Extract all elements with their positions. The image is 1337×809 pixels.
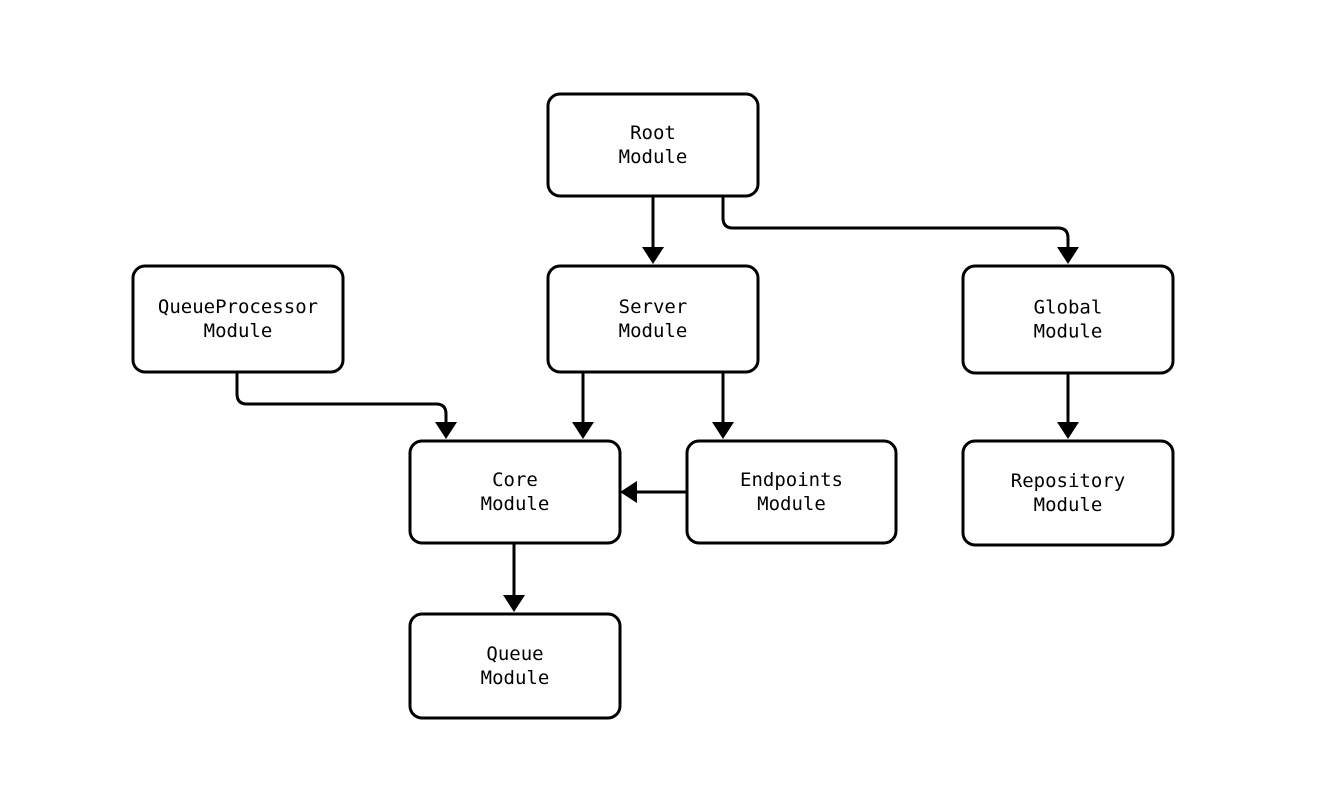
node-label-line2: Module	[204, 319, 273, 341]
node-label-line2: Module	[619, 145, 688, 167]
edge-line	[235, 372, 448, 424]
node-box[interactable]	[546, 92, 760, 198]
edge-line	[721, 196, 1070, 249]
node-label-line2: Module	[481, 666, 550, 688]
node-label-line1: Repository	[1011, 470, 1125, 492]
node-label-line2: Module	[619, 319, 688, 341]
node-label-line1: Root	[630, 122, 676, 144]
edge-queueprocessor-to-core	[235, 372, 457, 439]
edge-arrowhead	[503, 595, 525, 612]
node-box[interactable]	[546, 264, 760, 374]
edge-arrowhead	[435, 422, 457, 439]
node-label-line1: Queue	[486, 643, 543, 665]
node-label-line2: Module	[757, 492, 826, 514]
node-label-line2: Module	[1034, 320, 1103, 342]
edge-root-to-global	[721, 196, 1079, 264]
node-box[interactable]	[961, 264, 1175, 375]
edge-arrowhead	[620, 481, 637, 503]
node-label-line1: Global	[1034, 296, 1103, 318]
node-box[interactable]	[961, 439, 1175, 547]
node-label-line1: Endpoints	[740, 469, 843, 491]
node-box[interactable]	[685, 439, 898, 545]
node-label-line2: Module	[1034, 493, 1103, 515]
edge-root-to-server	[642, 196, 664, 264]
node-label-line2: Module	[481, 492, 550, 514]
edge-server-to-core	[572, 372, 594, 439]
edge-endpoints-to-core	[620, 481, 687, 503]
edge-arrowhead	[572, 422, 594, 439]
edge-arrowhead	[1057, 422, 1079, 439]
edges-layer	[235, 196, 1079, 612]
node-label-line1: Core	[492, 469, 538, 491]
edge-global-to-repository	[1057, 373, 1079, 439]
edge-server-to-endpoints	[712, 372, 734, 439]
node-box[interactable]	[408, 439, 622, 545]
node-box[interactable]	[408, 612, 622, 720]
edge-arrowhead	[1057, 247, 1079, 264]
edge-core-to-queue	[503, 543, 525, 612]
node-label-line1: Server	[619, 296, 688, 318]
edge-arrowhead	[642, 247, 664, 264]
node-label-line1: QueueProcessor	[158, 296, 318, 318]
edge-arrowhead	[712, 422, 734, 439]
node-box[interactable]	[131, 264, 345, 374]
